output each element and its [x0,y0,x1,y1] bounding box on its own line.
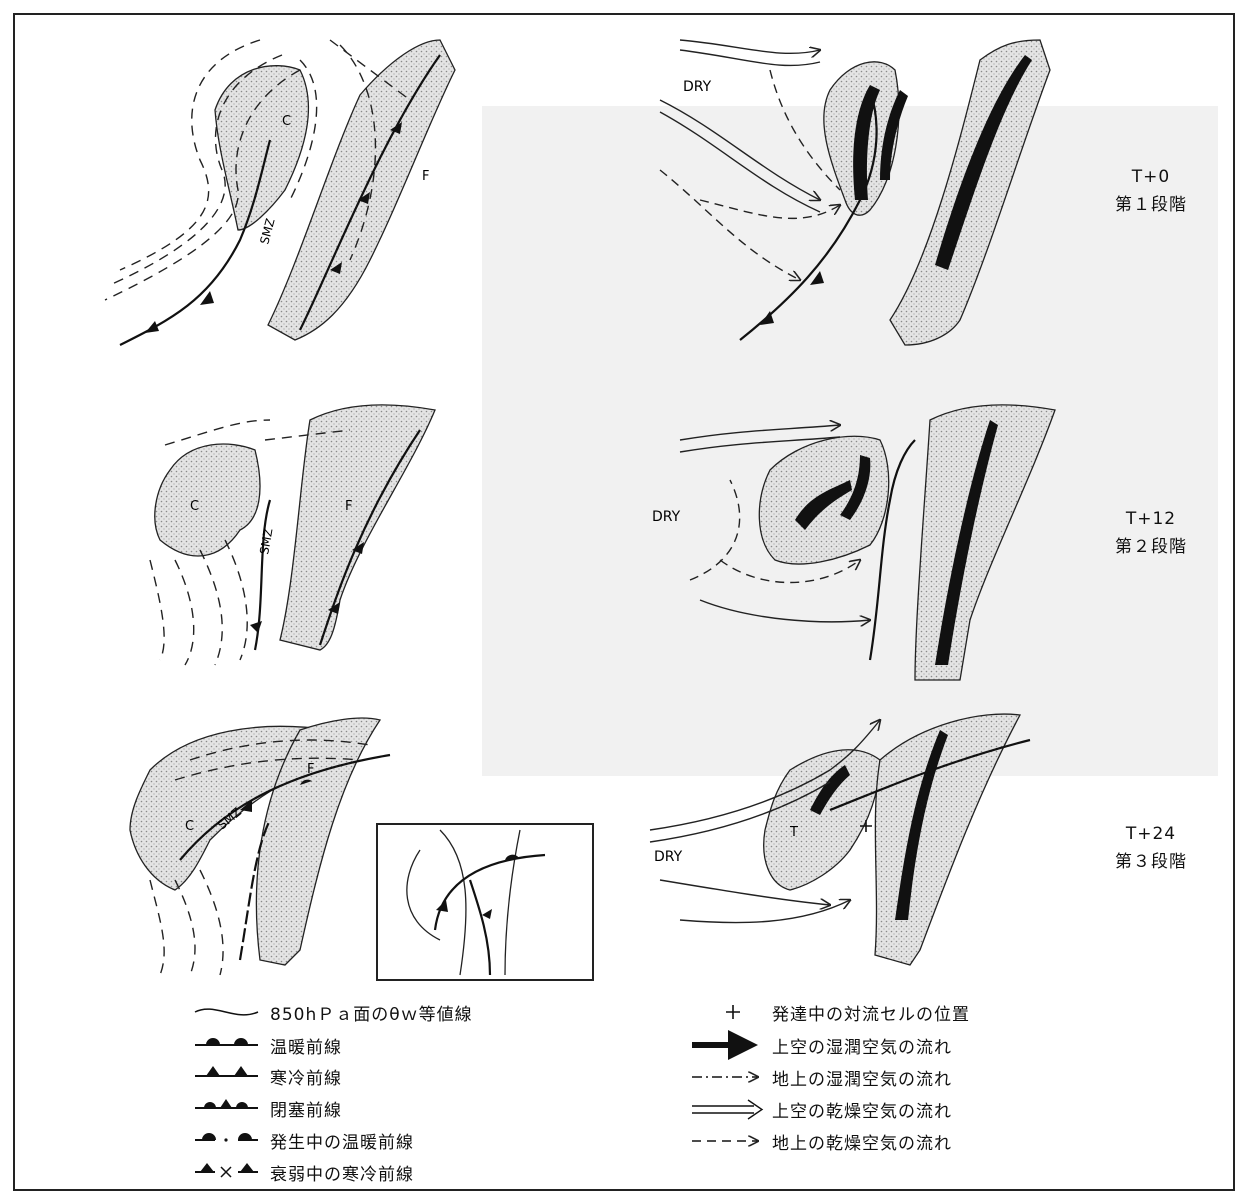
panel-top-left: C F SMZ [105,40,455,345]
label-smz: SMZ [257,527,275,555]
panel-bottom-left: C F SMZ [130,718,390,975]
panel-middle-left: C F SMZ [150,405,435,665]
label-dry: DRY [654,849,683,865]
legend-surface-moist-flow: 地上の湿潤空気の流れ [772,1065,952,1090]
label-cold: C [190,499,199,514]
legend-isoline: 850hＰａ面のθｗ等値線 [270,1000,473,1025]
occluded-front-symbol [195,1099,258,1108]
weakening-cold-front-symbol [195,1163,258,1177]
legend-warm-front: 温暖前線 [270,1033,342,1058]
cloud-shield [155,444,260,556]
legend-convective-cell: 発達中の対流セルの位置 [772,1000,970,1025]
label-cold: C [282,114,291,129]
stage-3-label: T+24 第３段階 [1076,820,1226,876]
inset-map [377,824,593,980]
legend-weakening-cold-front: 衰弱中の寒冷前線 [270,1160,414,1185]
legend-upper-dry-flow: 上空の乾燥空気の流れ [772,1097,952,1122]
stage-3-time: T+24 [1076,820,1226,848]
legend-cold-front: 寒冷前線 [270,1064,342,1089]
developing-warm-front-symbol [195,1133,258,1142]
label-smz: SMZ [257,217,277,246]
label-dry: DRY [652,509,681,525]
label-front: F [422,169,429,184]
cloud-shield [215,66,308,230]
double-arrow-symbol [692,1100,762,1119]
stage-1-time: T+0 [1076,163,1226,191]
stage-1-label: T+0 第１段階 [1076,163,1226,219]
label-t: T [789,825,798,840]
label-front: F [307,762,314,777]
stage-3-phase: 第３段階 [1076,848,1226,876]
stage-2-time: T+12 [1076,505,1226,533]
frontal-cloud-band [875,714,1020,965]
warm-front-symbol [195,1038,258,1045]
stage-2-label: T+12 第２段階 [1076,505,1226,561]
stage-2-phase: 第２段階 [1076,533,1226,561]
stage-1-phase: 第１段階 [1076,191,1226,219]
label-front: F [345,499,352,514]
legend-upper-moist-flow: 上空の湿潤空気の流れ [772,1033,952,1058]
plus-symbol [726,1005,740,1019]
theta-w-isoline-symbol [195,1009,258,1015]
cold-front-symbol [195,1066,258,1076]
label-cold: C [185,819,194,834]
legend-surface-dry-flow: 地上の乾燥空気の流れ [772,1129,952,1154]
legend-occluded-front: 閉塞前線 [270,1096,342,1121]
legend-developing-warm-front: 発生中の温暖前線 [270,1128,414,1153]
label-dry: DRY [683,79,712,95]
